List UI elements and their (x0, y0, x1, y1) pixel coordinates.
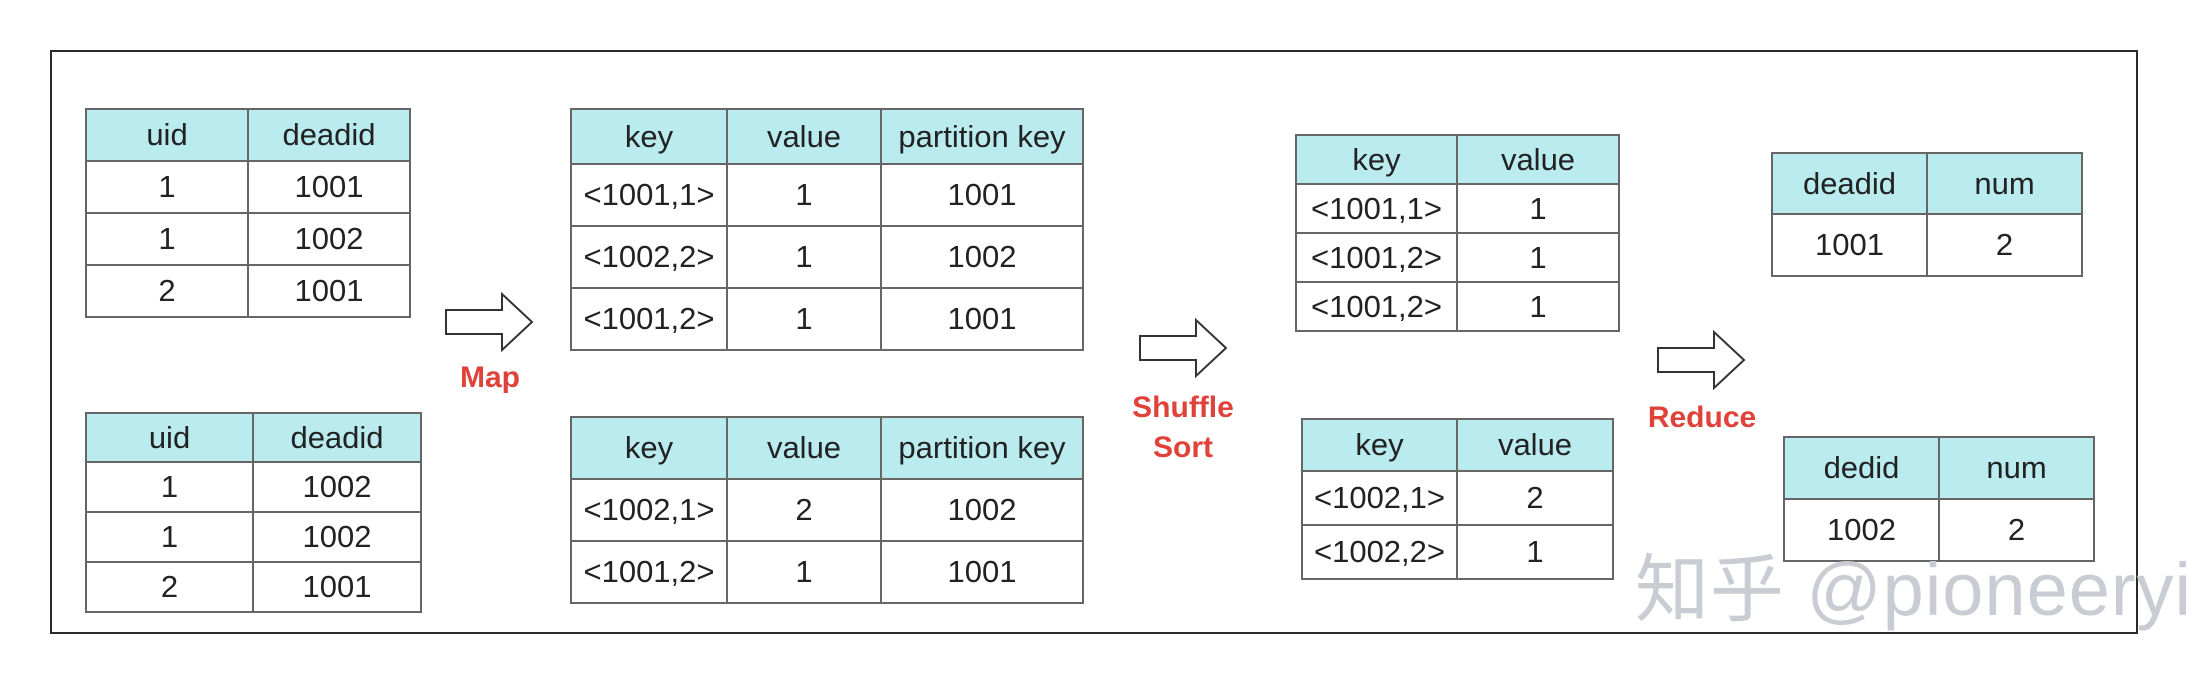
table-cell: 1 (85, 160, 249, 214)
table-cell: 1002 (247, 212, 411, 266)
header-cell: partition key (880, 416, 1084, 480)
input-table-1: uid deadid 1 1001 1 1002 2 1001 (85, 108, 411, 318)
header-cell: value (1456, 134, 1620, 185)
table-cell: 1 (85, 212, 249, 266)
table-cell: 1001 (880, 287, 1084, 351)
table-cell: <1001,1> (570, 163, 728, 227)
reduce-arrow-icon (1657, 329, 1746, 391)
header-cell: uid (85, 412, 254, 463)
header-cell: uid (85, 108, 249, 162)
table-cell: 2 (85, 264, 249, 318)
table-cell: 1002 (1783, 498, 1940, 562)
header-cell: deadid (1771, 152, 1928, 215)
table-cell: 1 (726, 163, 882, 227)
header-cell: deadid (252, 412, 422, 463)
header-cell: deadid (247, 108, 411, 162)
shuffle-table-2: key value <1002,1> 2 <1002,2> 1 (1301, 418, 1614, 580)
table-cell: 1 (726, 225, 882, 289)
sort-label: Sort (1153, 431, 1213, 464)
header-cell: value (726, 416, 882, 480)
table-cell: <1002,2> (1301, 524, 1458, 580)
table-cell: 1002 (880, 478, 1084, 542)
header-cell: value (1456, 418, 1614, 472)
table-cell: 1 (85, 511, 254, 563)
map-table-2: key value partition key <1002,1> 2 1002 … (570, 416, 1084, 604)
reduce-label: Reduce (1647, 401, 1757, 434)
map-table-1: key value partition key <1001,1> 1 1001 … (570, 108, 1084, 351)
table-cell: 2 (1456, 470, 1614, 526)
table-cell: 1002 (252, 511, 422, 563)
header-cell: key (570, 416, 728, 480)
table-cell: <1001,2> (570, 540, 728, 604)
input-table-2: uid deadid 1 1002 1 1002 2 1001 (85, 412, 422, 613)
table-cell: 1 (85, 461, 254, 513)
shuffle-arrow-icon (1139, 317, 1228, 379)
table-cell: 1001 (1771, 213, 1928, 277)
header-cell: key (570, 108, 728, 165)
map-arrow-icon (445, 291, 534, 353)
table-cell: <1002,2> (570, 225, 728, 289)
shuffle-table-1: key value <1001,1> 1 <1001,2> 1 <1001,2>… (1295, 134, 1620, 332)
table-cell: 1 (726, 287, 882, 351)
table-cell: <1001,1> (1295, 183, 1458, 234)
diagram-frame (50, 50, 2138, 634)
table-cell: 1 (726, 540, 882, 604)
table-cell: <1001,2> (570, 287, 728, 351)
table-cell: 1 (1456, 281, 1620, 332)
header-cell: key (1301, 418, 1458, 472)
table-cell: 1001 (252, 561, 422, 613)
table-cell: 1 (1456, 524, 1614, 580)
header-cell: partition key (880, 108, 1084, 165)
table-cell: 2 (1926, 213, 2083, 277)
table-cell: <1002,1> (570, 478, 728, 542)
table-cell: 1 (1456, 183, 1620, 234)
header-cell: key (1295, 134, 1458, 185)
header-cell: num (1926, 152, 2083, 215)
header-cell: value (726, 108, 882, 165)
shuffle-label: Shuffle (1132, 391, 1234, 424)
table-cell: 1001 (880, 540, 1084, 604)
table-cell: 2 (726, 478, 882, 542)
table-cell: 1001 (880, 163, 1084, 227)
table-cell: 2 (85, 561, 254, 613)
header-cell: dedid (1783, 436, 1940, 500)
reduce-table-1: deadid num 1001 2 (1771, 152, 2083, 277)
table-cell: 1001 (247, 264, 411, 318)
map-label: Map (460, 361, 520, 394)
watermark: 知乎 @pioneeryi (1635, 548, 2188, 631)
table-cell: 2 (1938, 498, 2095, 562)
header-cell: num (1938, 436, 2095, 500)
table-cell: <1002,1> (1301, 470, 1458, 526)
table-cell: 1 (1456, 232, 1620, 283)
table-cell: <1001,2> (1295, 232, 1458, 283)
table-cell: 1002 (252, 461, 422, 513)
table-cell: 1002 (880, 225, 1084, 289)
reduce-table-2: dedid num 1002 2 (1783, 436, 2095, 562)
table-cell: <1001,2> (1295, 281, 1458, 332)
table-cell: 1001 (247, 160, 411, 214)
